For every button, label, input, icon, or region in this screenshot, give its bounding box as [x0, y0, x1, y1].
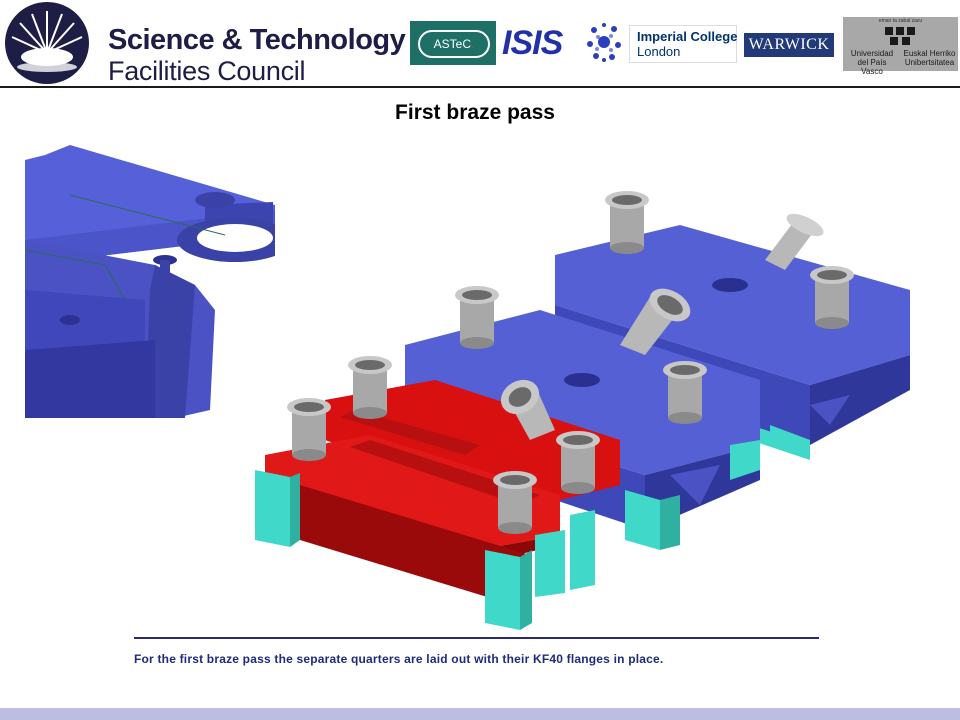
- kf40-flange: [500, 379, 555, 440]
- kf40-flange: [663, 361, 707, 424]
- kf40-flange: [493, 471, 537, 534]
- upv-logo-spanish: Universidad del País Vasco: [850, 49, 894, 76]
- stfc-sunburst-icon: [5, 2, 89, 84]
- astec-logo-dot: .: [471, 37, 475, 51]
- kf40-flange: [287, 398, 331, 461]
- kf40-flange: [620, 288, 691, 355]
- footer-bar: [0, 708, 960, 720]
- kf40-flange: [765, 213, 824, 270]
- teal-support-legs: [255, 470, 595, 630]
- header-divider: [0, 86, 960, 88]
- kf40-flange: [605, 191, 649, 254]
- slide-title: First braze pass: [395, 101, 555, 124]
- front-quarter-red-blocks: [265, 380, 620, 610]
- quarter-closeup-render: [25, 140, 275, 418]
- upv-logo-basque: Euskal Herriko Unibertsitatea: [903, 49, 956, 67]
- kf40-flanges: [287, 191, 854, 534]
- upv-tree-icon: [885, 27, 915, 45]
- stfc-name-line2: Facilities Council: [108, 56, 306, 86]
- isis-cluster-icon: [587, 23, 621, 62]
- kf40-flange: [810, 266, 854, 329]
- upv-logo-motto: eman ta zabal zazu: [878, 18, 923, 24]
- braze-assembly-render: [255, 191, 910, 630]
- astec-logo: ASTeC.: [410, 21, 496, 65]
- kf40-flange: [455, 286, 499, 349]
- caption-divider: [134, 637, 819, 639]
- stfc-name-line1: Science & Technology: [108, 24, 406, 56]
- astec-logo-text: ASTeC: [433, 37, 471, 51]
- isis-logo-text: ISIS: [502, 24, 563, 62]
- header-bar: Science & Technology Facilities Council …: [0, 0, 960, 86]
- upv-logo: eman ta zabal zazu Universidad del País …: [843, 17, 958, 76]
- kf40-flange: [348, 356, 392, 419]
- slide-caption: For the first braze pass the separate qu…: [134, 652, 664, 666]
- imperial-logo-line1: Imperial College: [637, 29, 738, 44]
- imperial-logo: Imperial College London: [629, 25, 737, 63]
- warwick-logo: WARWICK: [744, 33, 834, 57]
- kf40-flange: [556, 431, 600, 494]
- imperial-logo-line2: London: [637, 44, 681, 59]
